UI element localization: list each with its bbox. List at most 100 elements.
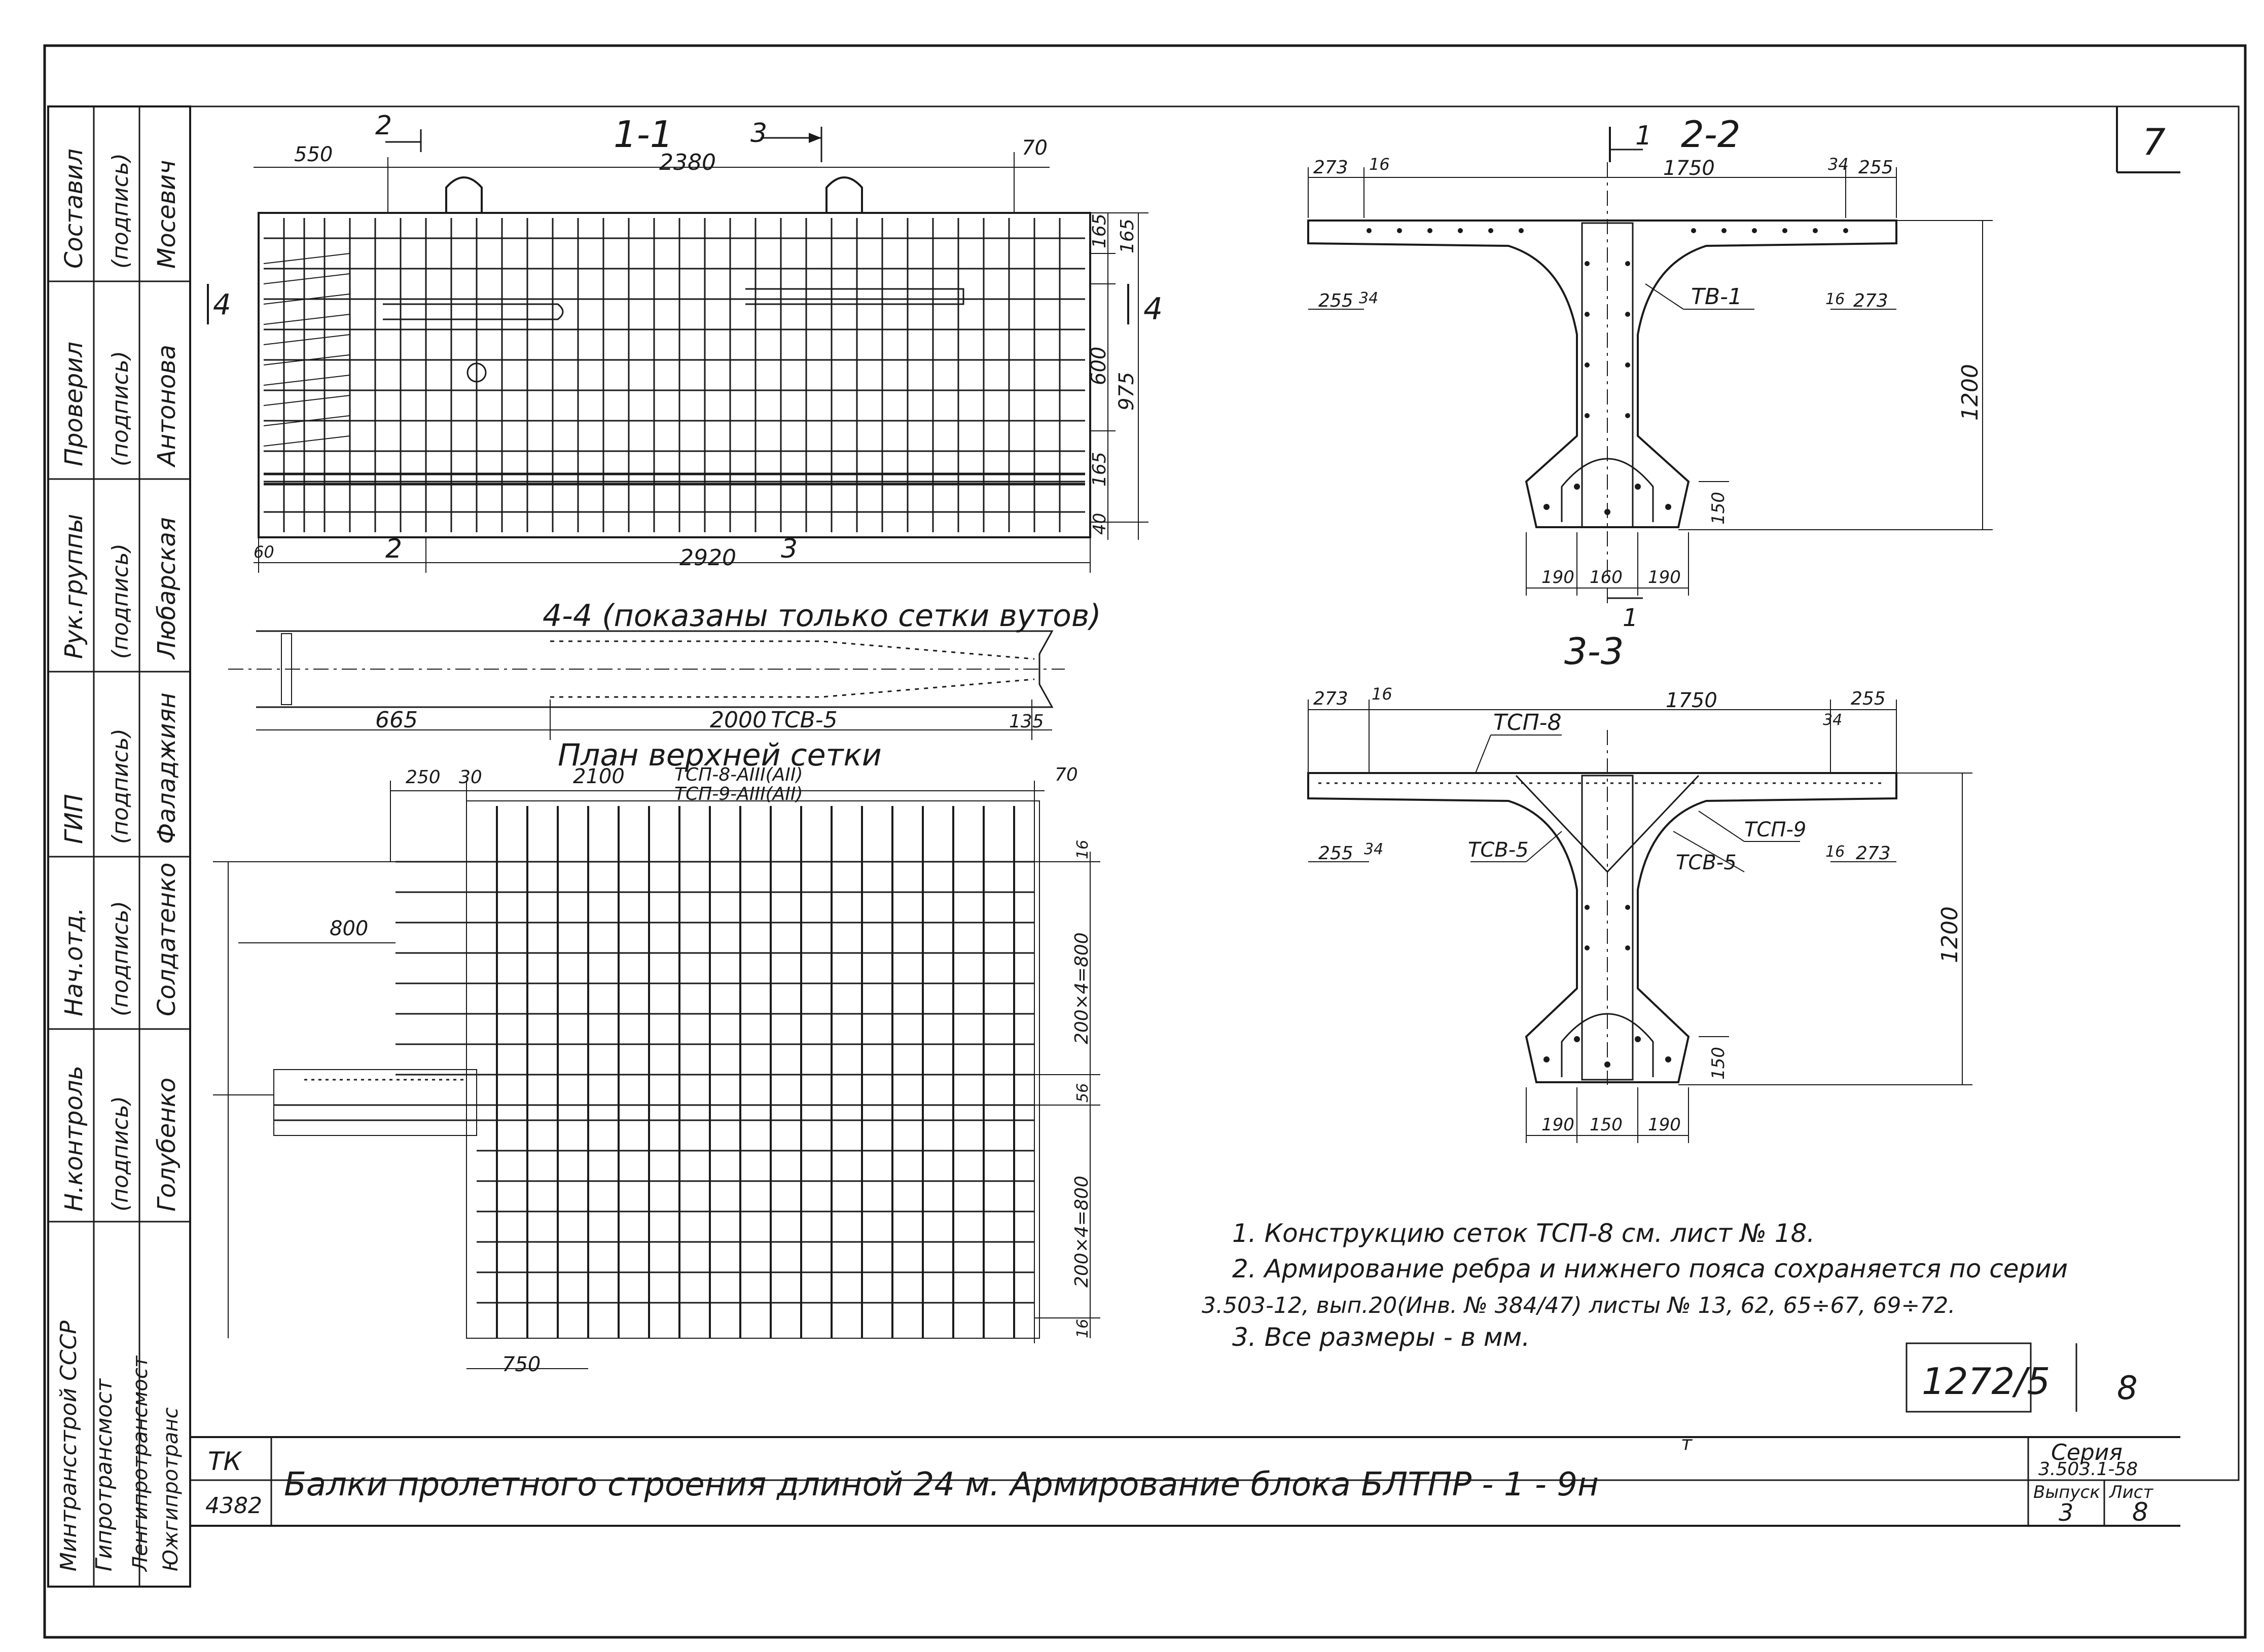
section-2-2: 2-2 1 273 16 1750 34 255 bbox=[1307, 113, 1993, 632]
issue-value: 3 bbox=[2059, 1499, 2073, 1526]
dim-1-1-bottom-main: 2920 bbox=[679, 545, 736, 571]
dim-3-3-b1: 255 bbox=[1318, 843, 1353, 864]
series-value: 3.503.1-58 bbox=[2038, 1459, 2138, 1480]
left-signature-block: Составил (подпись) Мосевич Проверил (под… bbox=[47, 105, 191, 1588]
dim-3-3-t3: 1750 bbox=[1666, 689, 1717, 712]
dim-1-1-right-5: 165 bbox=[1089, 452, 1110, 487]
signature-name-6: Голубенко bbox=[153, 1078, 181, 1212]
drawing-code: 1272/5 bbox=[1922, 1360, 2050, 1403]
signature-name-2: Антонова bbox=[153, 345, 181, 468]
dim-plan-2100: 2100 bbox=[573, 765, 625, 788]
dim-1-1-top-main: 2380 bbox=[659, 150, 716, 175]
dim-2-2-t5: 255 bbox=[1858, 157, 1893, 178]
dim-2-2-height: 1200 bbox=[1957, 364, 1983, 421]
section-4-4-title: 4-4 (показаны только сетки вутов) bbox=[543, 598, 1101, 634]
signature-role-3: Рук.группы bbox=[60, 514, 88, 659]
organization-1: Минтрансстрой СССР bbox=[56, 1320, 82, 1571]
dim-2-2-t4: 34 bbox=[1828, 155, 1849, 174]
dim-2-2-t3: 1750 bbox=[1663, 157, 1715, 180]
sheet-outer-frame bbox=[43, 44, 2247, 1639]
dim-plan-r1: 200×4=800 bbox=[1071, 932, 1092, 1044]
title-code-1: ТК bbox=[208, 1447, 243, 1476]
title-code-2: 4382 bbox=[205, 1493, 262, 1519]
dim-3-3-b2: 34 bbox=[1364, 840, 1383, 858]
dim-2-2-b4: 273 bbox=[1853, 290, 1888, 311]
section-1-1-cut-3-bottom: 3 bbox=[781, 534, 798, 564]
signature-name-1: Мосевич bbox=[153, 160, 181, 269]
section-3-3: 3-3 273 16 1750 255 34 ТСП-8 ТСП-9 ТСВ bbox=[1307, 630, 1972, 1143]
dim-2-2-t1: 273 bbox=[1313, 157, 1348, 178]
signature-sign-2: (подпись) bbox=[107, 351, 133, 466]
section-1-1-title: 1-1 bbox=[614, 113, 673, 156]
section-1-1-cut-4-left: 4 bbox=[213, 288, 231, 321]
dim-plan-mesh-1: ТСП-8-АIII(АII) bbox=[674, 764, 803, 785]
section-3-3-title: 3-3 bbox=[1564, 630, 1624, 673]
dim-plan-bottom: 750 bbox=[502, 1353, 541, 1376]
issue-label: Выпуск bbox=[2033, 1482, 2100, 1502]
signature-role-4: ГИП bbox=[60, 794, 88, 844]
dim-plan-r2: 56 bbox=[1074, 1083, 1092, 1103]
dim-plan-top-16: 16 bbox=[1074, 840, 1092, 859]
title-block: ТК 4382 Балки пролетного строения длиной… bbox=[190, 1342, 2180, 1527]
corner-number-box: 7 bbox=[2116, 106, 2180, 173]
signature-sign-3: (подпись) bbox=[107, 543, 133, 659]
sheet-label: Лист bbox=[2108, 1482, 2153, 1502]
dim-plan-30: 30 bbox=[459, 767, 482, 788]
dim-1-1-right-4: 975 bbox=[1115, 372, 1138, 411]
dim-3-3-h150: 150 bbox=[1708, 1047, 1729, 1080]
dim-2-2-b3: 16 bbox=[1825, 290, 1845, 308]
sheet-value: 8 bbox=[2132, 1497, 2148, 1527]
dim-3-3-b4: 273 bbox=[1856, 843, 1891, 864]
organization-4: Южгипротранс bbox=[159, 1407, 183, 1571]
dim-3-3-b3: 16 bbox=[1825, 843, 1845, 861]
note-2: 2. Армирование ребра и нижнего пояса сох… bbox=[1232, 1254, 2068, 1283]
signature-role-1: Составил bbox=[60, 149, 88, 269]
dim-plan-r3: 200×4=800 bbox=[1071, 1176, 1092, 1288]
dim-2-2-b1: 255 bbox=[1318, 290, 1353, 311]
signature-role-5: Нач.отд. bbox=[60, 907, 88, 1016]
dim-3-3-w2: 150 bbox=[1590, 1115, 1623, 1135]
signature-sign-1: (подпись) bbox=[107, 153, 133, 269]
series-label: Серия bbox=[2051, 1440, 2123, 1465]
section-4-4: 4-4 (показаны только сетки вутов) 665 20… bbox=[228, 598, 1101, 740]
dim-3-3-t2: 16 bbox=[1372, 684, 1392, 704]
signature-name-5: Солдатенко bbox=[153, 863, 181, 1016]
signature-sign-5: (подпись) bbox=[107, 901, 133, 1016]
top-mesh-plan: План верхней сетки 250 30 2100 ТСП-8-АII… bbox=[213, 738, 1100, 1376]
dim-plan-r4: 16 bbox=[1074, 1319, 1092, 1338]
dim-3-3-t5: 34 bbox=[1823, 711, 1842, 729]
drawing-title-suffix: т bbox=[1681, 1432, 1693, 1454]
dim-2-2-h150: 150 bbox=[1708, 492, 1729, 525]
mesh-label-tsv5-left: ТСВ-5 bbox=[1468, 838, 1529, 862]
signature-sign-6: (подпись) bbox=[107, 1096, 133, 1212]
notes: 1. Конструкцию сеток ТСП-8 см. лист № 18… bbox=[1202, 1219, 2068, 1352]
note-2-continued: 3.503-12, вып.20(Инв. № 384/47) листы № … bbox=[1202, 1293, 1955, 1318]
dim-1-1-right-1: 165 bbox=[1089, 213, 1110, 248]
dim-1-1-right-2: 165 bbox=[1117, 218, 1138, 253]
mesh-label-tsp9: ТСП-9 bbox=[1744, 818, 1806, 841]
dim-4-4-right: 135 bbox=[1009, 711, 1044, 732]
section-1-1-cut-2-top: 2 bbox=[375, 111, 392, 141]
dim-plan-800: 800 bbox=[330, 917, 368, 940]
section-2-2-cut-bottom: 1 bbox=[1623, 604, 1638, 632]
section-1-1-cut-3-top: 3 bbox=[750, 118, 767, 149]
organization-3: Ленгипротрансмост bbox=[129, 1355, 152, 1572]
mesh-label-tsp8: ТСП-8 bbox=[1493, 710, 1562, 736]
note-3: 3. Все размеры - в мм. bbox=[1232, 1323, 1530, 1352]
dim-2-2-w1: 190 bbox=[1541, 567, 1574, 588]
dim-1-1-bottom-left: 60 bbox=[254, 542, 274, 562]
dim-2-2-b2: 34 bbox=[1359, 289, 1378, 307]
dim-3-3-t1: 273 bbox=[1313, 688, 1348, 709]
dim-3-3-t4: 255 bbox=[1851, 688, 1886, 709]
signature-name-4: Фаладжиян bbox=[153, 692, 181, 844]
dim-1-1-right-3: 600 bbox=[1087, 347, 1110, 385]
dim-plan-70: 70 bbox=[1055, 764, 1078, 785]
dim-1-1-right-6: 40 bbox=[1090, 513, 1110, 535]
signature-role-6: Н.контроль bbox=[60, 1066, 88, 1212]
section-1-1: 1-1 2 3 550 2380 70 bbox=[207, 111, 1163, 573]
corner-number: 7 bbox=[2142, 121, 2166, 163]
section-2-2-title: 2-2 bbox=[1681, 113, 1741, 156]
signature-name-3: Любарская bbox=[153, 517, 181, 660]
dim-3-3-w1: 190 bbox=[1541, 1115, 1574, 1135]
